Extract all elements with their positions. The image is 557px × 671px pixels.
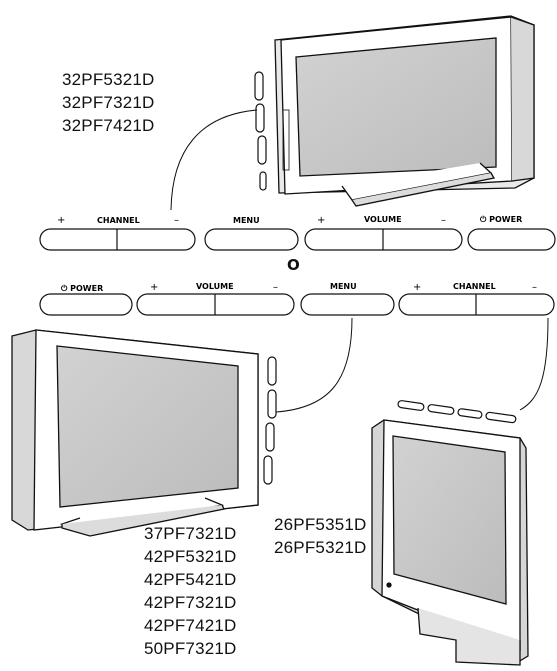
model-number: 32PF7421D [62, 116, 155, 135]
separator-or: O [287, 256, 300, 274]
tv-bottom-right [371, 419, 529, 666]
volume-minus-top: – [441, 215, 446, 226]
connector-top [170, 109, 258, 211]
model-number: 32PF7321D [62, 93, 155, 112]
model-number: 26PF5351D [274, 515, 367, 534]
power-label-bottom: ⏻ POWER [61, 284, 103, 293]
power-button-bottom[interactable] [39, 293, 133, 316]
power-button-top[interactable] [467, 228, 556, 251]
tv-bottom-left [11, 329, 259, 537]
channel-minus-bottom: – [532, 282, 537, 293]
volume-plus-top: + [317, 215, 325, 226]
tv-top [274, 15, 535, 207]
model-list-bottom-left: 37PF7321D 42PF5321D 42PF5421D 42PF7321D … [144, 522, 237, 660]
connector-bottom-right [519, 317, 549, 411]
volume-minus-bottom: – [273, 282, 278, 293]
menu-label-top: MENU [233, 216, 260, 225]
model-number: 42PF7321D [144, 593, 237, 612]
volume-label-top: VOLUME [364, 215, 402, 224]
channel-label-top: CHANNEL [97, 216, 140, 225]
volume-plus-bottom: + [150, 282, 158, 293]
connector-bottom-left [275, 317, 353, 413]
model-list-bottom-right: 26PF5351D 26PF5321D [274, 513, 367, 559]
model-number: 42PF5421D [144, 570, 237, 589]
model-number: 50PF7321D [144, 639, 237, 658]
button-row-top [39, 228, 556, 251]
power-label-top: ⏻ POWER [480, 215, 522, 224]
model-number: 37PF7321D [144, 524, 237, 543]
model-number: 42PF5321D [144, 547, 237, 566]
menu-label-bottom: MENU [330, 282, 357, 291]
channel-plus-bottom: + [413, 282, 421, 293]
channel-plus-top: + [57, 215, 65, 226]
top-buttons-bottom-right [397, 400, 517, 424]
side-buttons-top [254, 71, 267, 191]
side-buttons-bottom-left [263, 356, 277, 485]
volume-label-bottom: VOLUME [196, 282, 234, 291]
menu-button-top[interactable] [204, 228, 299, 251]
model-number: 42PF7421D [144, 616, 237, 635]
channel-minus-top: – [174, 215, 179, 226]
model-list-top: 32PF5321D 32PF7321D 32PF7421D [62, 68, 155, 137]
channel-label-bottom: CHANNEL [453, 282, 496, 291]
button-row-bottom [39, 293, 555, 316]
model-number: 32PF5321D [62, 70, 155, 89]
model-number: 26PF5321D [274, 538, 367, 557]
menu-button-bottom[interactable] [300, 293, 395, 316]
